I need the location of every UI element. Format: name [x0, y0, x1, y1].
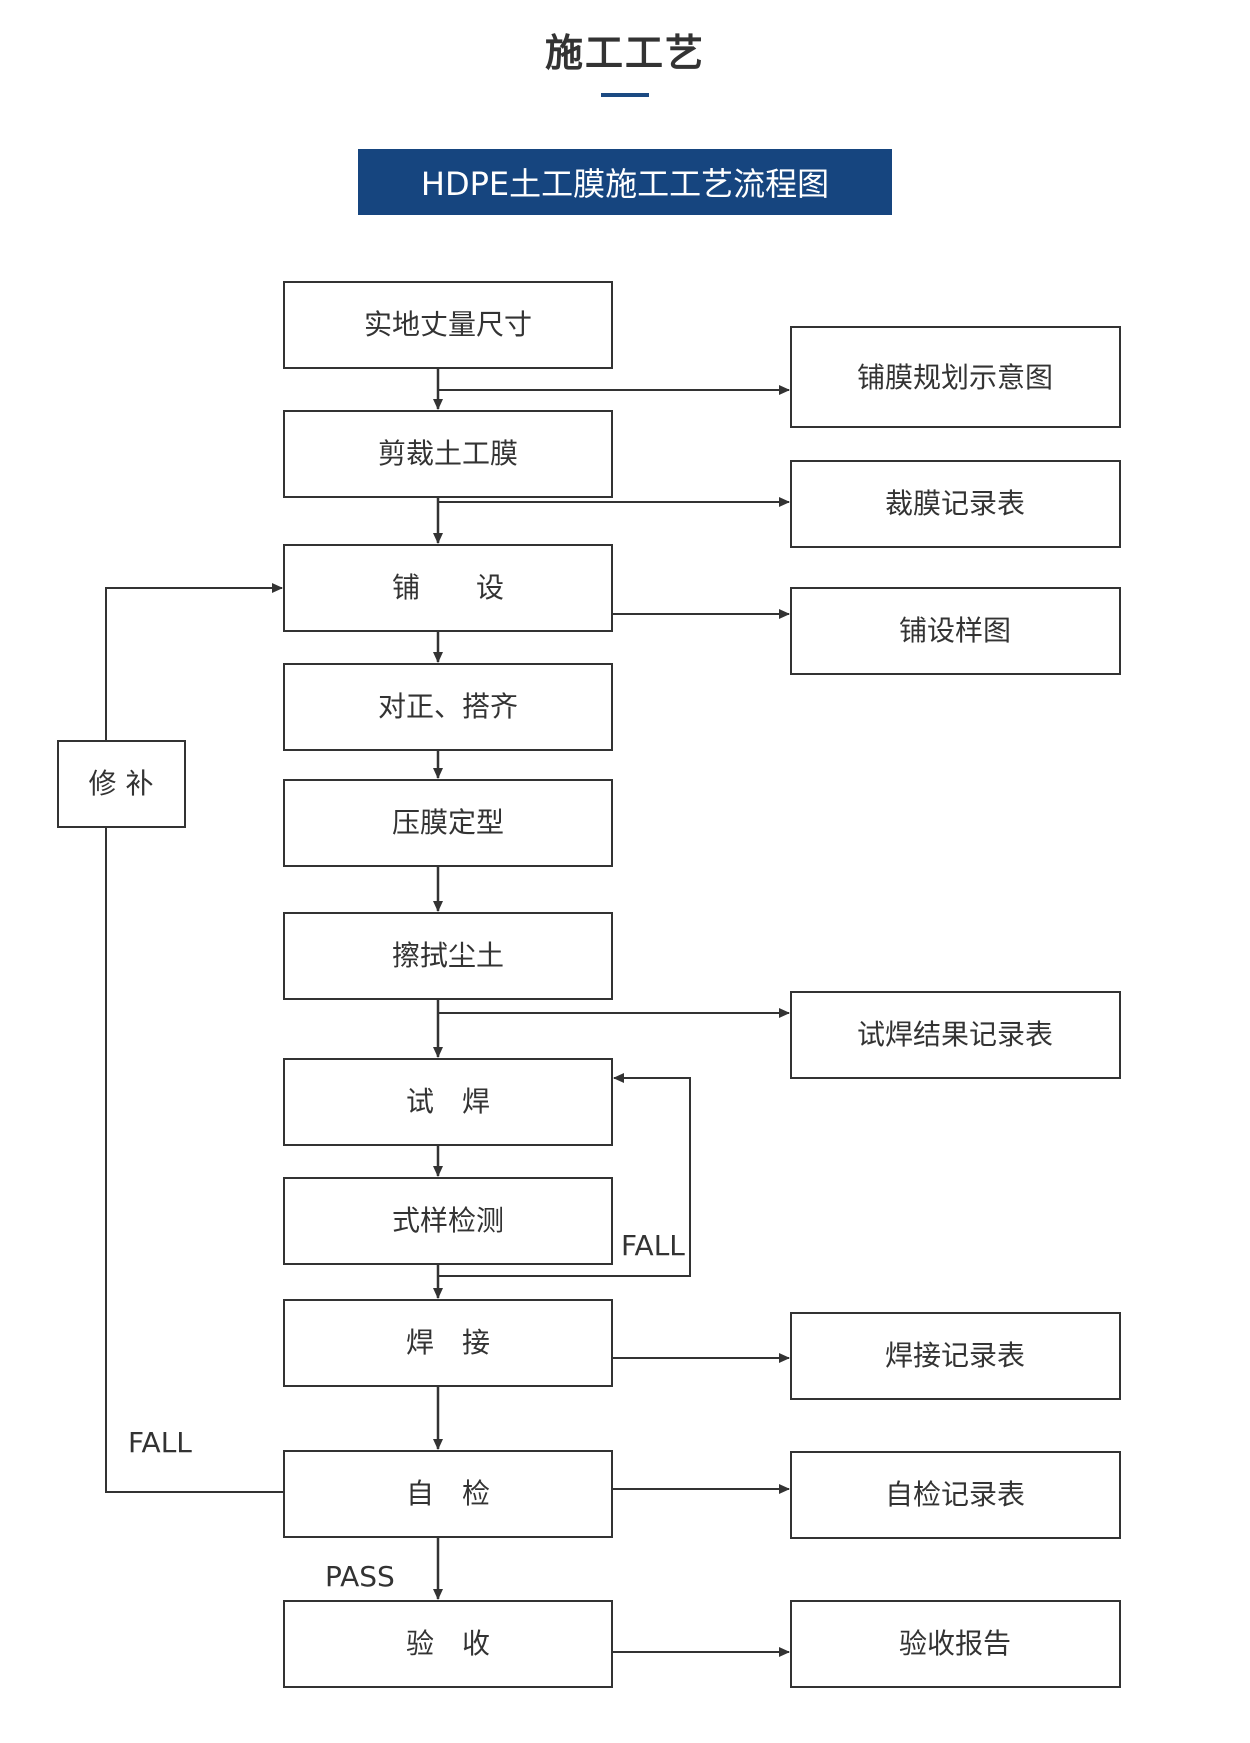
fall-test-label: FALL [621, 1229, 685, 1262]
page-title: 施工工艺 [544, 31, 705, 75]
step-test-weld-label: 试 焊 [406, 1085, 490, 1118]
record-weld-label: 焊接记录表 [885, 1339, 1025, 1372]
pass-label: PASS [325, 1560, 395, 1593]
step-sample-test-label: 式样检测 [392, 1204, 504, 1237]
record-accept-label: 验收报告 [899, 1627, 1011, 1660]
record-test-weld-label: 试焊结果记录表 [857, 1018, 1053, 1051]
record-weld-box: 焊接记录表 [790, 1312, 1121, 1400]
record-layout-plan-box: 铺膜规划示意图 [790, 326, 1121, 428]
step-weld-box: 焊 接 [283, 1299, 613, 1387]
step-sample-test-box: 式样检测 [283, 1177, 613, 1265]
record-check-label: 自检记录表 [885, 1478, 1025, 1511]
step-accept-label: 验 收 [406, 1627, 490, 1660]
step-cut-box: 剪裁土工膜 [283, 410, 613, 498]
test-fail-loop [438, 1073, 691, 1277]
step-lay-box: 铺 设 [283, 544, 613, 632]
step-press-box: 压膜定型 [283, 779, 613, 867]
record-cut-label: 裁膜记录表 [885, 487, 1025, 520]
record-check-box: 自检记录表 [790, 1451, 1121, 1539]
step-measure-label: 实地丈量尺寸 [364, 308, 532, 341]
step-accept-box: 验 收 [283, 1600, 613, 1688]
step-repair-box: 修 补 [57, 740, 186, 828]
step-weld-label: 焊 接 [406, 1326, 490, 1359]
diagram-banner: HDPE土工膜施工工艺流程图 [358, 149, 892, 215]
step-self-check-box: 自 检 [283, 1450, 613, 1538]
step-test-weld-box: 试 焊 [283, 1058, 613, 1146]
record-accept-box: 验收报告 [790, 1600, 1121, 1688]
step-wipe-box: 擦拭尘土 [283, 912, 613, 1000]
repair-loop [105, 583, 284, 1493]
step-press-label: 压膜定型 [392, 806, 504, 839]
record-lay-sample-box: 铺设样图 [790, 587, 1121, 675]
record-layout-plan-label: 铺膜规划示意图 [857, 361, 1053, 394]
step-cut-label: 剪裁土工膜 [378, 437, 518, 470]
step-wipe-label: 擦拭尘土 [392, 939, 504, 972]
step-measure-box: 实地丈量尺寸 [283, 281, 613, 369]
title-underline [601, 93, 649, 97]
step-self-check-label: 自 检 [406, 1477, 490, 1510]
record-arrows [438, 385, 790, 1657]
step-align-label: 对正、搭齐 [378, 690, 518, 723]
step-align-box: 对正、搭齐 [283, 663, 613, 751]
fall-check-label: FALL [128, 1426, 192, 1459]
record-test-weld-box: 试焊结果记录表 [790, 991, 1121, 1079]
step-lay-label: 铺 设 [392, 571, 504, 604]
record-cut-box: 裁膜记录表 [790, 460, 1121, 548]
step-repair-label: 修 补 [89, 767, 154, 800]
record-lay-sample-label: 铺设样图 [899, 614, 1011, 647]
